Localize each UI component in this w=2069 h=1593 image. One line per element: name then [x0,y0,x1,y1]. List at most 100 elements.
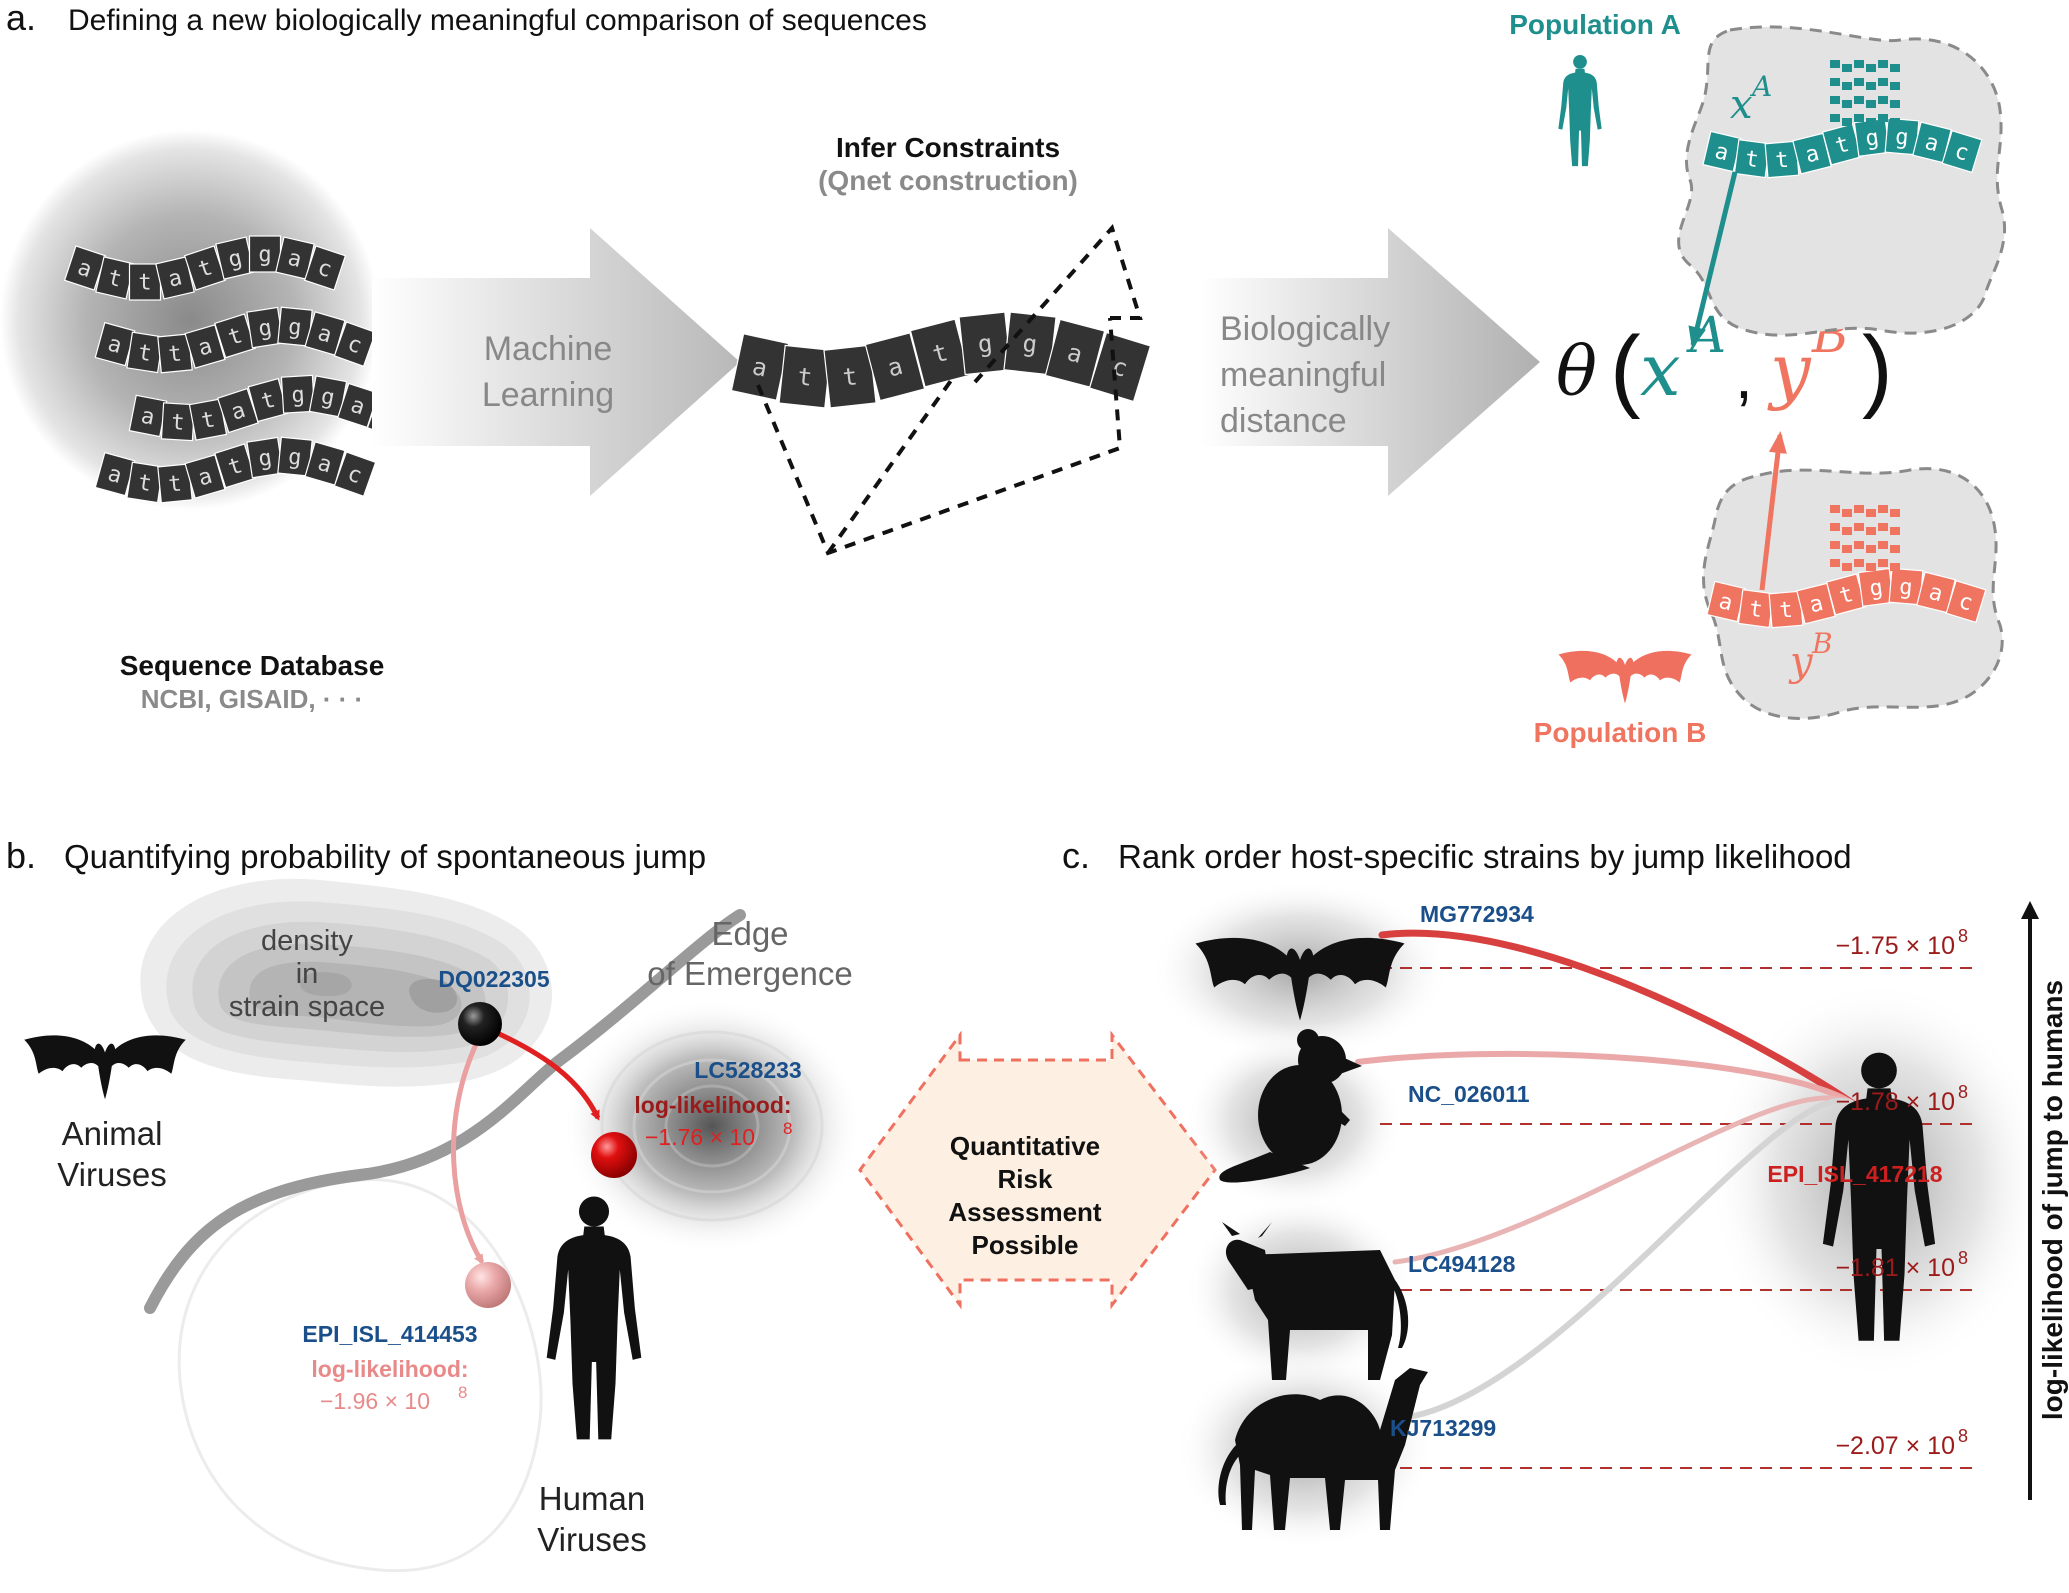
formula-comma: , [1735,340,1753,412]
sequence-cell: c [1945,580,1987,624]
sequence-cell-box [303,245,347,291]
sequence-cell: t [157,463,193,504]
stack-cell [1866,64,1876,72]
sequence-cell: a [216,387,260,434]
panel-a-letter: a. [6,0,36,38]
stack-cell [1890,64,1900,72]
arrow1-line1: Machine [484,330,613,368]
stack-cell [1878,505,1888,513]
rank-link [1355,1050,1858,1108]
sequence-cell: a [1706,580,1746,623]
density-label-1: density [261,925,353,957]
sequence-cell: g [958,311,1012,376]
sequence-cell: t [214,443,256,489]
panel-c: c. Rank order host-specific strains by j… [1062,835,2068,1550]
sequence-cell: a [864,332,926,402]
sequence-letter: a [885,352,906,383]
sequence-letter: a [1807,591,1826,618]
faint-contour [177,1178,543,1573]
database-sources: NCBI, GISAID, · · · [141,684,363,714]
sequence-cell: g [1853,117,1891,157]
human-icon-teal [1558,54,1602,167]
ll-axis-label: log-likelihood of jump to humans [2037,980,2068,1420]
sequence-cell: t [188,398,228,441]
sequence-cell: a [184,324,226,369]
sequence-letter: g [319,384,337,411]
sequence-letter: t [1744,147,1760,174]
stack-cell [1830,114,1840,122]
jump-arrow-red [493,1029,601,1121]
sequence-cell-box [275,236,315,280]
red-strain-label: LC528233 [694,1057,801,1083]
database-blob [0,130,380,510]
sequence-cell: g [246,306,284,349]
stack-cell [1890,82,1900,90]
stack-cell [1830,78,1840,86]
sequence-cell: a [304,311,346,356]
pink-ll-exp: 8 [458,1383,467,1402]
sequence-letter: g [287,445,303,471]
population-b-arrow [1759,431,1787,591]
sequence-letter: a [1922,130,1941,157]
stack-cell [1830,96,1840,104]
sequence-cell: t [247,377,289,423]
target-strain-label: EPI_ISL_417218 [1767,1161,1942,1187]
formula-open-paren: ( [1610,318,1641,420]
stack-cell [1878,78,1888,86]
arrow2-line2: meaningful [1220,356,1386,394]
stack-cell [1830,505,1840,513]
sequence-letter: t [199,407,217,434]
sequence-cell: a [304,441,346,486]
rank-link [1392,1095,1858,1265]
sequence-letter: g [258,243,271,268]
sequence-cell: a [275,236,315,280]
rat-icon [1219,1029,1362,1183]
sequence-letter: g [291,383,306,409]
sequence-cell: a [1912,121,1952,164]
qnet-constraints [756,224,1143,556]
sequence-cell: c [333,451,377,498]
animal-density-contours [140,878,553,1087]
sequence-letter: a [1716,589,1735,616]
edge-label-2: of Emergence [647,955,852,992]
strain-ball-red [591,1132,637,1178]
sequence-letter: a [1803,141,1822,168]
sequence-cell: a [1792,132,1832,175]
stack-cell [1890,100,1900,108]
stack-cell [1890,509,1900,517]
red-ll-exp: 8 [783,1119,792,1138]
rank-link [1378,929,1859,1109]
red-ll-value: −1.76 × 10 [645,1124,755,1150]
sequence-cell: g [215,236,255,280]
sequence-cell: a [1702,130,1742,173]
sequence-cell-box [1088,331,1152,403]
pop-a-x-sup: A [1749,70,1772,103]
bat-icon [24,1035,186,1100]
stack-cell [1842,563,1852,571]
stack-cell [1830,541,1840,549]
red-ll-label: log-likelihood: [634,1092,791,1118]
sequence-cell: t [1768,590,1804,629]
stack-cell [1890,118,1900,126]
population-a-label: Population A [1509,9,1681,40]
sequence-cell: a [155,256,195,300]
sequence-cell-box [1945,580,1987,624]
rank-strain-label: NC_026011 [1408,1081,1530,1107]
stack-cell [1866,82,1876,90]
sequence-letter: t [1833,132,1852,160]
sequence-cell: t [1737,589,1775,629]
database-sequences: attatggacattatggacattatggacattatggac [63,235,410,504]
stack-cell [1878,523,1888,531]
sequence-cell: g [1857,567,1895,607]
stack-cell [1854,505,1864,513]
sequence-letter: g [226,246,245,273]
arrow1-line2: Learning [482,376,614,414]
human-icon [546,1196,642,1440]
sequence-cell-box [184,454,226,499]
sequence-cell: t [126,461,164,504]
stack-cell [1866,527,1876,535]
sequence-letter: t [1748,597,1764,624]
risk-text-4: Possible [972,1230,1079,1260]
